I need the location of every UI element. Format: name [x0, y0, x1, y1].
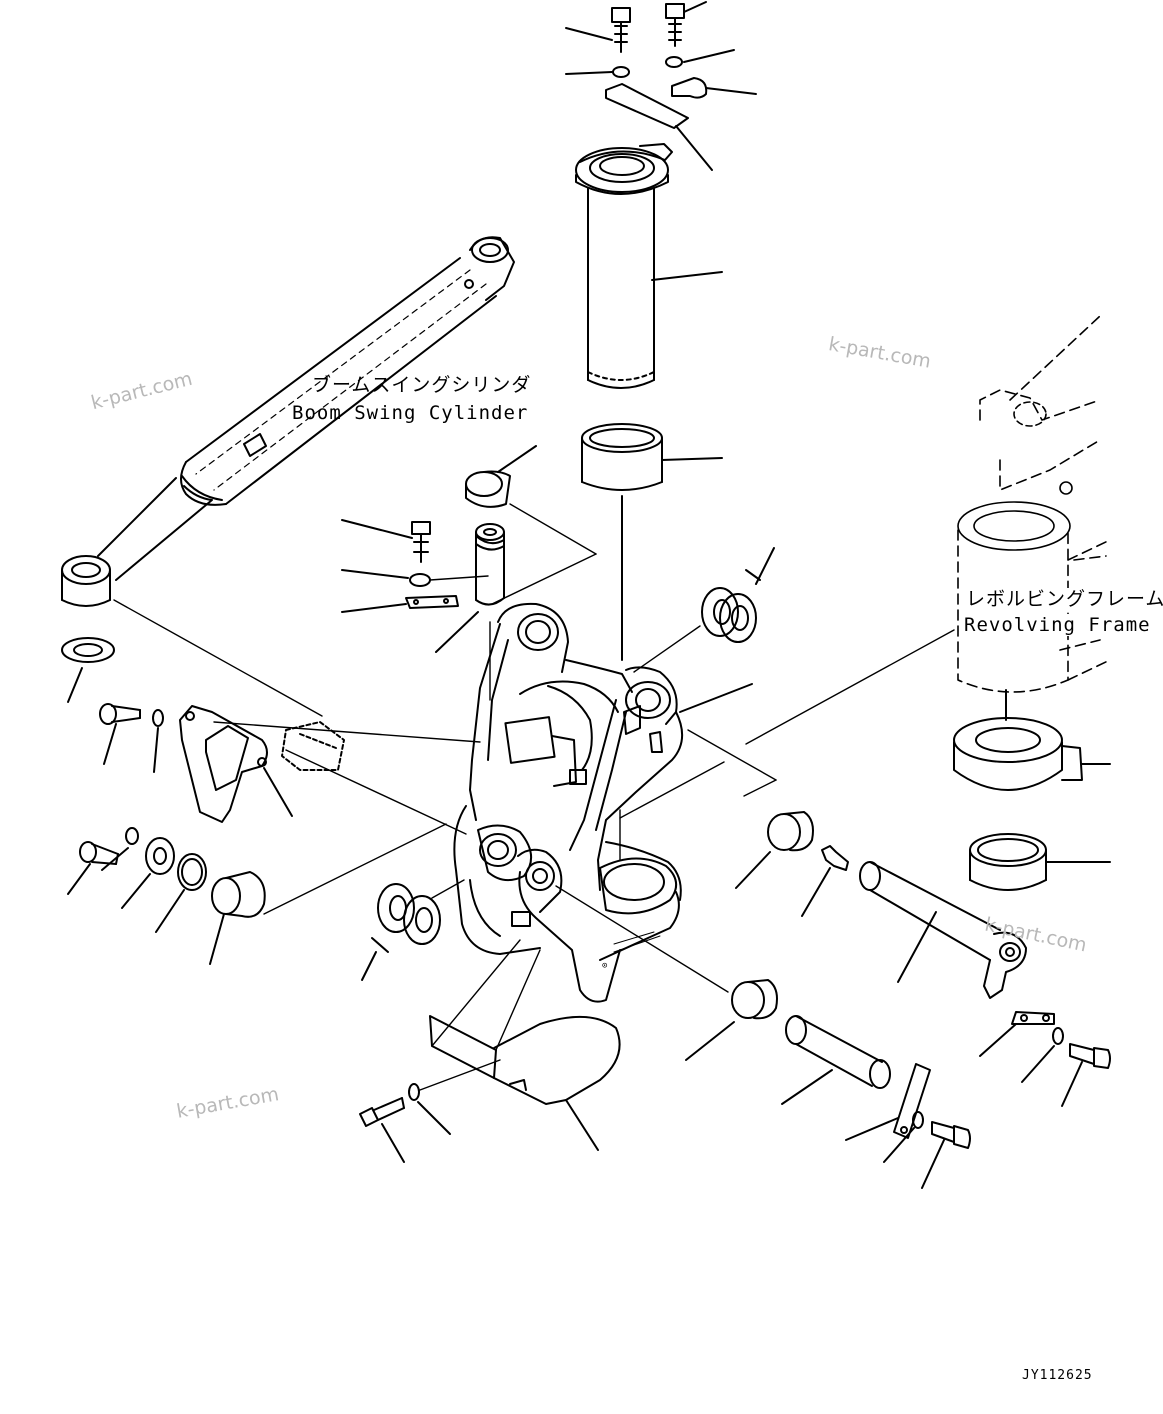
main-pin-bushing [581, 423, 663, 491]
lower-bushing-right [731, 979, 778, 1020]
top-bolt-right [665, 3, 685, 47]
frame-seal [953, 717, 1083, 791]
drawing-code: JY112625 [1022, 1368, 1093, 1383]
right-washer [1052, 1027, 1064, 1045]
lower-washer-right [912, 1111, 924, 1129]
left-bushing [211, 871, 266, 918]
bottom-cover [429, 1015, 621, 1105]
left-seal-ring [177, 853, 207, 891]
lower-lock-plate [893, 1063, 931, 1139]
bracket-washer [152, 709, 164, 727]
upper-bushing [465, 470, 511, 508]
right-bolt [1069, 1043, 1111, 1069]
top-washer-left [612, 66, 630, 78]
revolving-frame-detail [957, 401, 1073, 551]
left-washer [125, 827, 139, 845]
main-pivot-pin [575, 143, 673, 389]
hose-guide [281, 721, 345, 771]
revolving-frame [957, 315, 1111, 693]
cover-bolt [359, 1097, 405, 1127]
right-bushing-upper [767, 811, 814, 852]
small-pin [475, 523, 505, 606]
svg-text:⊙: ⊙ [602, 961, 607, 971]
shim-pair-upper [701, 569, 761, 643]
revolving-frame-label-jp: レボルビングフレーム [966, 588, 1163, 610]
swing-bracket: ⊙ [453, 602, 683, 1003]
top-lock-plate [605, 83, 689, 129]
lower-bolt-right [931, 1121, 971, 1149]
top-bolt-left [611, 7, 631, 53]
left-bolt [79, 841, 119, 865]
left-spacer [145, 837, 175, 875]
cylinder-cover-bracket [179, 705, 268, 823]
boom-cylinder-label-jp: ブームスイングシリンダ [312, 374, 532, 396]
top-clamp [671, 77, 708, 99]
boom-swing-cylinder [61, 236, 515, 607]
revolving-frame-label-en: Revolving Frame [964, 614, 1151, 636]
grease-fitting [821, 845, 849, 871]
lower-pin-right [785, 1015, 891, 1089]
pin-washer [409, 573, 431, 587]
pin-lock-plate [405, 595, 459, 609]
shim-pair-lower [371, 883, 441, 953]
pin-bolt [411, 521, 431, 563]
boom-cylinder-label-en: Boom Swing Cylinder [292, 402, 529, 424]
cylinder-washer [61, 637, 115, 663]
frame-bushing [969, 833, 1047, 891]
right-lock-plate [1011, 1011, 1055, 1025]
bracket-bolt [99, 703, 141, 725]
cover-washer [408, 1083, 420, 1101]
top-washer-right [665, 56, 683, 68]
